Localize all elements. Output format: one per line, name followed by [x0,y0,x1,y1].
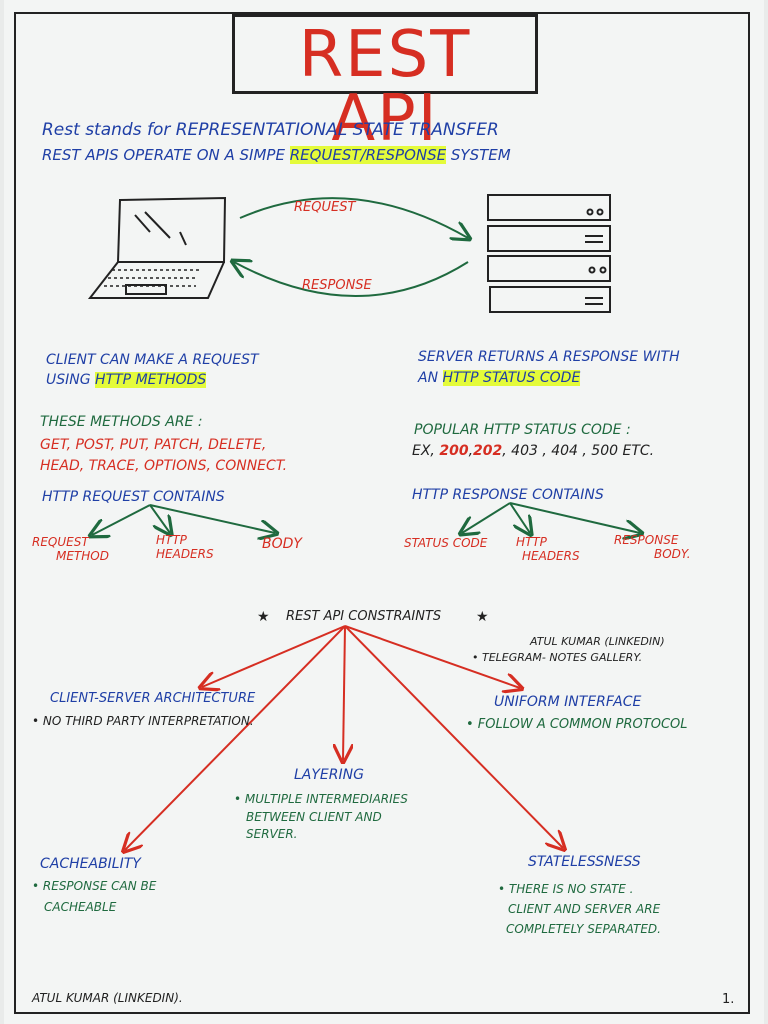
request-parts-arrows [92,504,275,535]
server-line-1: SERVER RETURNS A RESPONSE WITH [418,349,680,365]
uniform-title: UNIFORM INTERFACE [494,694,642,710]
page-title: REST API [298,18,472,156]
codes-rest: , 403 , 404 , 500 ETC. [502,443,655,459]
client-server-bullet: • NO THIRD PARTY INTERPRETATION. [32,714,254,728]
statelessness-bullet-1: • THERE IS NO STATE . [498,882,634,896]
code-202: 202 [473,443,503,459]
constraints-star-right: ★ [476,609,489,625]
server-line-2-pre: AN [418,370,443,386]
statelessness-bullet-2: CLIENT AND SERVER ARE [508,902,661,916]
cacheability-title: CACHEABILITY [40,856,141,872]
layering-title: LAYERING [294,767,364,783]
response-part-http: HTTP [516,535,547,549]
uniform-bullet: • FOLLOW A COMMON PROTOCOL [466,717,688,732]
laptop-icon [87,196,227,299]
response-part-body: BODY. [654,547,691,561]
layering-bullet-2: BETWEEN CLIENT AND [246,810,382,824]
cacheability-bullet-1: • RESPONSE CAN BE [32,879,157,893]
request-label: REQUEST [294,200,356,215]
codes-pre: EX, [412,443,440,459]
client-line-1: CLIENT CAN MAKE A REQUEST [46,352,259,368]
footer-author: ATUL KUMAR (LINKEDIN). [32,991,183,1005]
layering-bullet-1: • MULTIPLE INTERMEDIARIES [234,792,408,806]
request-part-method: METHOD [56,549,109,563]
request-part-headers: HEADERS [156,547,214,561]
client-line-2: USING HTTP METHODS [46,372,207,388]
constraints-star-left: ★ [257,609,270,625]
request-arrow [239,197,468,238]
request-part-body: BODY [262,536,302,552]
page-number: 1. [722,992,735,1007]
client-server-title: CLIENT-SERVER ARCHITECTURE [50,691,256,706]
layering-bullet-3: SERVER. [246,827,298,841]
response-part-status: STATUS CODE [404,536,488,550]
methods-line-2: HEAD, TRACE, OPTIONS, CONNECT. [40,458,288,474]
credit-line-1: ATUL KUMAR (LINKEDIN) [530,635,665,648]
request-part-http: HTTP [156,533,187,547]
codes-comma: , [468,443,474,459]
constraint-arrows [125,625,563,850]
response-parts-arrows [462,502,640,533]
response-part-response: RESPONSE [614,533,679,547]
codes-line: EX, 200,202, 403 , 404 , 500 ETC. [412,443,654,459]
statelessness-bullet-3: COMPLETELY SEPARATED. [506,922,661,936]
credit-line-2: • TELEGRAM- NOTES GALLERY. [472,651,643,664]
response-part-headers: HEADERS [522,549,580,563]
server-rack-icon [487,194,611,313]
statelessness-title: STATELESSNESS [528,854,641,870]
constraints-heading: REST API CONSTRAINTS [286,609,442,624]
server-line-2: AN HTTP STATUS CODE [418,370,581,386]
response-contains-heading: HTTP RESPONSE CONTAINS [412,487,604,503]
methods-line-1: GET, POST, PUT, PATCH, DELETE, [40,437,267,453]
request-part-request: REQUEST [32,535,89,549]
http-methods-highlight: HTTP METHODS [95,372,207,388]
client-line-2-pre: USING [46,372,96,388]
page-border [14,12,750,1014]
intro-line-2: REST APIs OPERATE ON A SIMPE REQUEST/RES… [42,146,511,164]
intro-line-1: Rest stands for REPRESENTATIONAL STATE T… [42,120,499,140]
status-code-highlight: HTTP STATUS CODE [442,370,581,386]
request-contains-heading: HTTP REQUEST CONTAINS [42,489,225,505]
title-box: REST API [232,14,538,151]
response-label: RESPONSE [302,278,372,293]
intro-highlight: REQUEST/RESPONSE [289,146,447,164]
cacheability-bullet-2: CACHEABLE [44,900,117,914]
response-arrow [234,262,469,297]
methods-heading: THESE METHODS ARE : [40,414,203,430]
code-200: 200 [439,443,469,459]
intro-line-2-pre: REST APIs OPERATE ON A SIMPE [42,146,290,164]
codes-heading: POPULAR HTTP STATUS CODE : [414,422,631,438]
intro-line-2-post: SYSTEM [446,146,511,164]
